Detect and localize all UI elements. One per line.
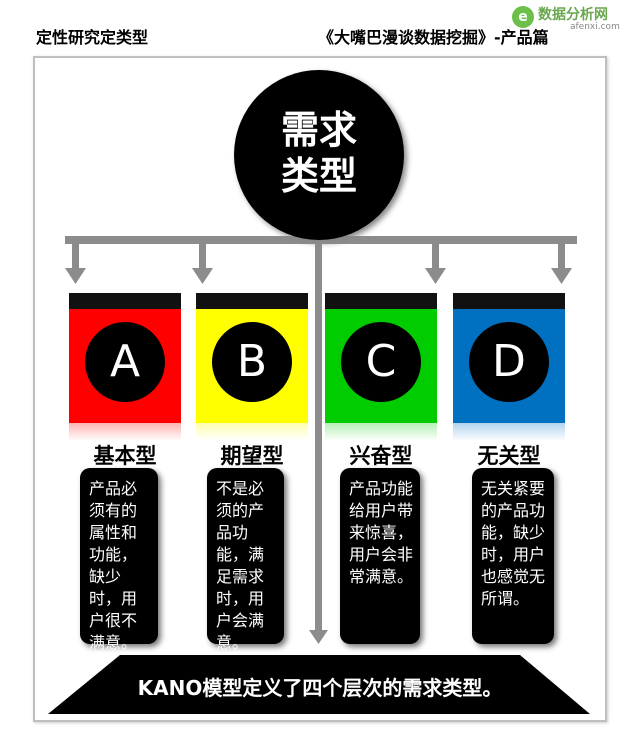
logo-url: afenxi.com xyxy=(570,22,620,32)
logo-mark-icon: e xyxy=(512,6,534,28)
category-card-a: A xyxy=(69,293,181,441)
connector-stem xyxy=(315,226,322,630)
connector-drop-a xyxy=(65,240,86,284)
category-desc-c: 产品功能给用户带来惊喜，用户会非常满意。 xyxy=(340,468,420,644)
header-left-title: 定性研究定类型 xyxy=(36,28,149,47)
category-letter-d: D xyxy=(469,322,549,402)
card-reflection xyxy=(325,423,437,441)
diagram-frame xyxy=(33,56,607,722)
banner-text: KANO模型定义了四个层次的需求类型。 xyxy=(137,676,503,700)
logo-name: 数据分析网 xyxy=(538,7,608,23)
card-cap xyxy=(325,293,437,309)
connector-drop-c xyxy=(425,240,446,284)
category-card-b: B xyxy=(196,293,308,441)
site-logo: e 数据分析网 afenxi.com xyxy=(512,4,630,34)
connector-drop-b xyxy=(192,240,213,284)
card-cap xyxy=(69,293,181,309)
category-label-d: 无关型 xyxy=(477,444,541,468)
connector-drop-d xyxy=(551,240,572,284)
category-card-d: D xyxy=(453,293,565,441)
card-reflection xyxy=(196,423,308,441)
card-reflection xyxy=(69,423,181,441)
category-desc-b: 不是必须的产品功能，满足需求时，用户会满意。 xyxy=(207,468,284,652)
card-reflection xyxy=(453,423,565,441)
card-cap xyxy=(453,293,565,309)
category-letter-b: B xyxy=(212,322,292,402)
root-label-line1: 需求 xyxy=(280,108,357,152)
card-cap xyxy=(196,293,308,309)
category-letter-a: A xyxy=(85,322,165,402)
category-label-b: 期望型 xyxy=(220,444,284,468)
header-right-title: 《大嘴巴漫谈数据挖掘》-产品篇 xyxy=(318,28,549,47)
root-node-circle: 需求 类型 xyxy=(234,70,404,240)
category-letter-c: C xyxy=(341,322,421,402)
stem-arrow-icon xyxy=(309,630,328,644)
category-label-c: 兴奋型 xyxy=(349,444,413,468)
category-desc-d: 无关紧要的产品功能，缺少时，用户也感觉无所谓。 xyxy=(472,468,554,644)
category-card-c: C xyxy=(325,293,437,441)
category-desc-a: 产品必须有的属性和功能，缺少时，用户很不满意。 xyxy=(80,468,158,652)
root-label-line2: 类型 xyxy=(280,154,357,198)
category-label-a: 基本型 xyxy=(93,444,157,468)
